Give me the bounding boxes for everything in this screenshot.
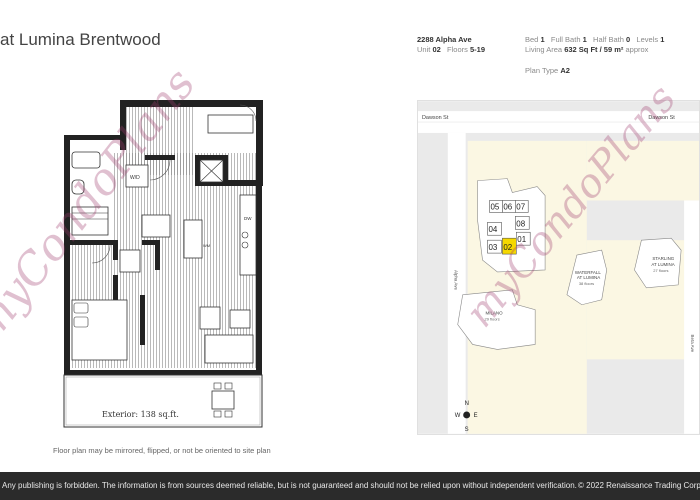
- page-title: at Lumina Brentwood: [0, 30, 161, 49]
- unit-05: 05: [490, 202, 499, 211]
- unit-floors: Unit 02 Floors 5-19: [417, 45, 485, 54]
- building-starling-floors: 27 floors: [653, 268, 668, 273]
- street-beta-ave: Beta Ave: [690, 335, 695, 353]
- wm-label: WM: [203, 243, 210, 248]
- floor-plan-drawing: W/D DW WM Exterior: 138 sq.ft.: [63, 100, 263, 428]
- lumina-tower: 05 06 07 04 08 03 02 01: [477, 178, 546, 273]
- address: 2288 Alpha Ave: [417, 35, 472, 44]
- unit-08: 08: [516, 219, 525, 228]
- floor-plan-caption: Floor plan may be mirrored, flipped, or …: [53, 446, 271, 455]
- building-milano-floors: 29 floors: [485, 317, 500, 322]
- plan-type: Plan Type A2: [525, 66, 570, 75]
- building-waterfall-line2: AT LUMINA: [577, 275, 600, 280]
- room-counts: Bed 1 Full Bath 1 Half Bath 0 Levels 1: [525, 35, 665, 44]
- compass-w: W: [455, 413, 461, 419]
- living-area: Living Area 632 Sq Ft / 59 m² approx: [525, 45, 649, 54]
- dw-label: DW: [244, 216, 252, 221]
- unit-03: 03: [488, 243, 497, 252]
- compass-s: S: [465, 427, 469, 433]
- street-dawson-left: Dawson St: [422, 115, 449, 121]
- unit-07: 07: [516, 202, 525, 211]
- street-alpha-ave: Alpha Ave: [454, 270, 459, 290]
- footer-disclaimer: Any publishing is forbidden. The informa…: [2, 481, 577, 490]
- building-starling-line1: STARLING: [652, 256, 674, 261]
- unit-02-highlight: 02: [503, 243, 512, 252]
- exterior-label: Exterior: 138 sq.ft.: [102, 410, 179, 419]
- wd-label: W/D: [130, 175, 140, 181]
- compass-e: E: [474, 413, 478, 419]
- compass-icon: N S E W: [455, 401, 478, 433]
- footer-bar: Any publishing is forbidden. The informa…: [0, 472, 700, 500]
- building-milano: MILANO: [486, 311, 504, 316]
- footer-copyright: © 2022 Renaissance Trading Corp: [578, 481, 700, 490]
- compass-n: N: [465, 401, 469, 407]
- building-starling-line2: AT LUMINA: [651, 262, 674, 267]
- street-dawson-right: Dawson St: [648, 115, 675, 121]
- building-waterfall-floors: 38 floors: [579, 281, 594, 286]
- building-waterfall-line1: WATERFALL: [575, 270, 602, 275]
- unit-01: 01: [517, 235, 526, 244]
- site-map: Dawson St Dawson St Alpha Ave Beta Ave 0…: [417, 100, 700, 435]
- unit-06: 06: [503, 202, 512, 211]
- unit-04: 04: [488, 225, 497, 234]
